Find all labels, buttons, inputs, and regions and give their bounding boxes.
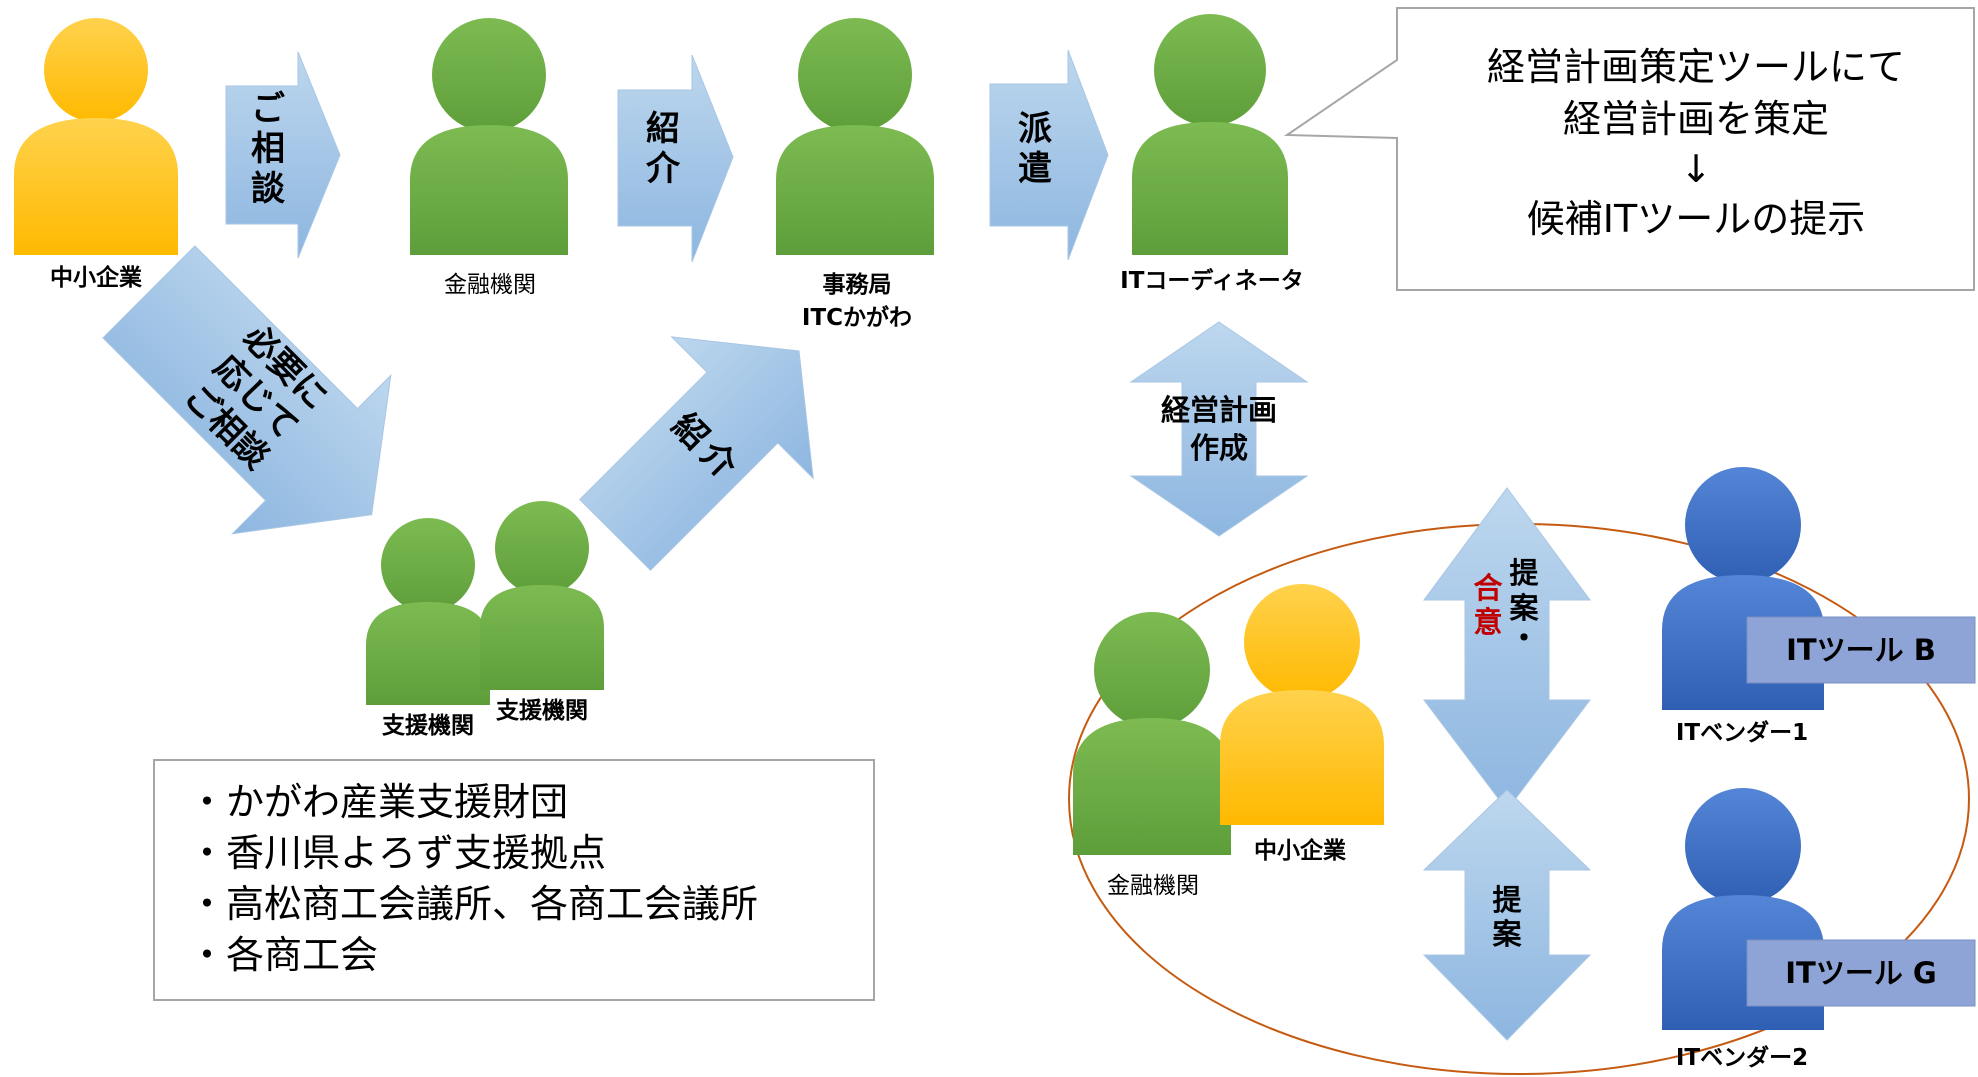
propose-arrow-char2: 案 [1492, 917, 1522, 951]
callout-line1: 経営計画策定ツールにて [1487, 45, 1905, 89]
callout-line3: 候補ITツールの提示 [1527, 197, 1865, 241]
callout-box: 経営計画策定ツールにて 経営計画を策定 ↓ 候補ITツールの提示 [1283, 7, 1975, 291]
callout-down-arrow: ↓ [1680, 147, 1712, 191]
consult-arrow-char1: ご [251, 89, 285, 129]
plan-creation-line2: 作成 [1190, 431, 1248, 465]
intro-arrow-1-char2: 介 [646, 149, 681, 189]
sme-bottom-person-icon [1220, 584, 1384, 825]
dispatch-arrow-char2: 遣 [1018, 149, 1052, 189]
sme-bottom-label: 中小企業 [1254, 837, 1347, 864]
propose-agree-c2-1: 合 [1473, 571, 1502, 605]
tool-g-box: ITツール G [1746, 939, 1976, 1007]
dispatch-arrow: 派 遣 [989, 49, 1109, 261]
propose-agree-c2-2: 意 [1473, 605, 1502, 639]
propose-arrow-char1: 提 [1492, 883, 1522, 917]
sme-person-icon [14, 18, 178, 255]
consult-arrow-char2: 相 [251, 129, 285, 169]
support-list-item-3: ・高松商工会議所、各商工会議所 [188, 882, 758, 926]
intro-arrow-1-char1: 紹 [646, 109, 680, 149]
plan-creation-line1: 経営計画 [1161, 393, 1277, 427]
support-agency-label-1: 支援機関 [381, 713, 474, 739]
propose-arrow: 提 案 [1422, 789, 1592, 1041]
coordinator-person-icon [1132, 14, 1288, 255]
propose-agree-arrow: 提 案 ・ 合 意 [1422, 487, 1592, 811]
intro-arrow-2 [579, 336, 814, 571]
coordinator-label: ITコーディネータ [1120, 267, 1304, 294]
support-agency-label-2: 支援機関 [495, 698, 588, 724]
secretariat-label-line2: ITCかがわ [802, 304, 912, 331]
callout-line2: 経営計画を策定 [1563, 97, 1829, 141]
dispatch-arrow-char1: 派 [1018, 109, 1052, 149]
consult-as-needed-arrow [102, 245, 392, 535]
secretariat-person-icon [776, 18, 934, 255]
intro-arrow-1: 紹 介 [617, 54, 734, 263]
support-list-box: ・かがわ産業支援財団 ・香川県よろず支援拠点 ・高松商工会議所、各商工会議所 ・… [153, 759, 875, 1001]
bank-bottom-person-icon [1073, 612, 1231, 855]
support-agency-person-icon-2 [480, 501, 604, 690]
bank-bottom-label: 金融機関 [1107, 873, 1199, 899]
propose-agree-c1-3: ・ [1509, 621, 1538, 655]
support-list-item-2: ・香川県よろず支援拠点 [188, 831, 606, 875]
support-list-item-4: ・各商工会 [188, 933, 378, 977]
vendor2-label: ITベンダー2 [1676, 1044, 1808, 1071]
propose-agree-c1-1: 提 [1509, 556, 1539, 590]
consult-arrow-char3: 談 [251, 169, 286, 209]
plan-creation-arrow: 経営計画 作成 [1129, 321, 1309, 537]
support-agency-person-icon-1 [366, 518, 490, 705]
support-list-item-1: ・かがわ産業支援財団 [188, 780, 568, 824]
tool-b-box: ITツール B [1746, 616, 1976, 684]
bank-person-icon [410, 18, 568, 255]
propose-agree-c1-2: 案 [1509, 591, 1539, 625]
sme-top-label: 中小企業 [50, 264, 143, 291]
vendor1-label: ITベンダー1 [1676, 719, 1808, 746]
secretariat-label-line1: 事務局 [823, 271, 892, 298]
bank-top-label: 金融機関 [444, 272, 536, 298]
tool-b-label: ITツール B [1786, 633, 1936, 667]
tool-g-label: ITツール G [1785, 956, 1936, 990]
consult-arrow: ご 相 談 [225, 51, 341, 259]
